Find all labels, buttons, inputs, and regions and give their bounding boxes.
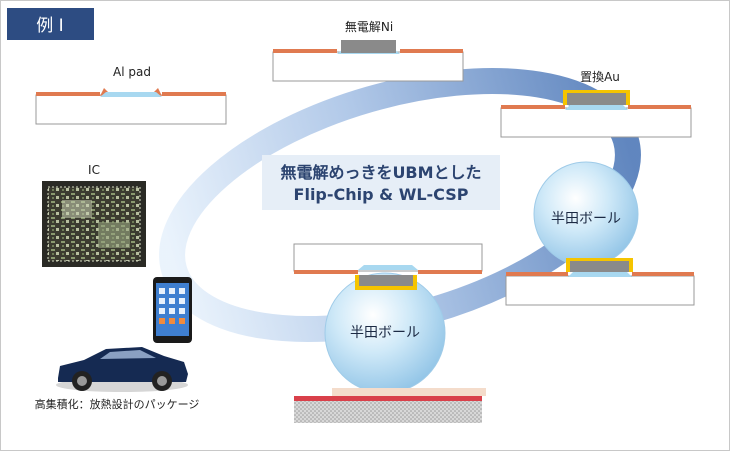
- passivation: [628, 105, 691, 109]
- passivation: [632, 272, 694, 276]
- title-text: 例 Ⅰ: [36, 16, 63, 36]
- substrate: [500, 107, 692, 138]
- ni-layer: [359, 275, 413, 286]
- title-badge: [7, 8, 94, 40]
- passivation: [162, 92, 226, 96]
- step-ni-plating: 無電解Ni: [272, 19, 464, 82]
- board-pad: [332, 388, 486, 396]
- passivation: [418, 270, 482, 274]
- al-pad: [565, 104, 628, 110]
- step-au-plating: 置換Au: [500, 70, 692, 138]
- passivation: [273, 49, 337, 53]
- ni-layer: [570, 261, 629, 272]
- al-pad: [100, 92, 162, 97]
- al-pad: [358, 265, 418, 270]
- passivation: [400, 49, 463, 53]
- step-al-pad: Al pad: [35, 65, 227, 125]
- passivation: [294, 270, 358, 274]
- substrate: [272, 51, 464, 82]
- substrate: [505, 275, 695, 306]
- au-label: 置換Au: [580, 70, 620, 84]
- al-pad-label: Al pad: [113, 65, 151, 79]
- car-icon: [56, 347, 188, 392]
- passivation: [501, 105, 565, 109]
- smartphone-icon: [153, 277, 192, 343]
- solder-ball-label-right: 半田ボール: [551, 211, 621, 227]
- passivation: [506, 272, 568, 276]
- footer-caption: 高集積化：放熱設計のパッケージ: [35, 397, 200, 411]
- step-flip-chip-mount: 半田ボール: [293, 243, 486, 423]
- board-laminate: [294, 401, 482, 423]
- ic-chip-photo: IC: [42, 163, 146, 267]
- ni-layer: [341, 40, 396, 53]
- caption-line-2: Flip-Chip & WL-CSP: [294, 185, 469, 204]
- step-solder-ball-right: 半田ボール: [505, 161, 695, 306]
- caption-box: [262, 155, 500, 210]
- ni-label: 無電解Ni: [345, 19, 393, 34]
- solder-ball-label-bottom: 半田ボール: [350, 325, 420, 341]
- ni-layer: [567, 93, 626, 105]
- board-copper: [294, 396, 482, 401]
- substrate: [35, 94, 227, 125]
- passivation: [36, 92, 100, 96]
- caption-line-1: 無電解めっきをUBMとした: [280, 163, 481, 182]
- al-pad: [568, 271, 632, 277]
- ic-label: IC: [88, 163, 100, 177]
